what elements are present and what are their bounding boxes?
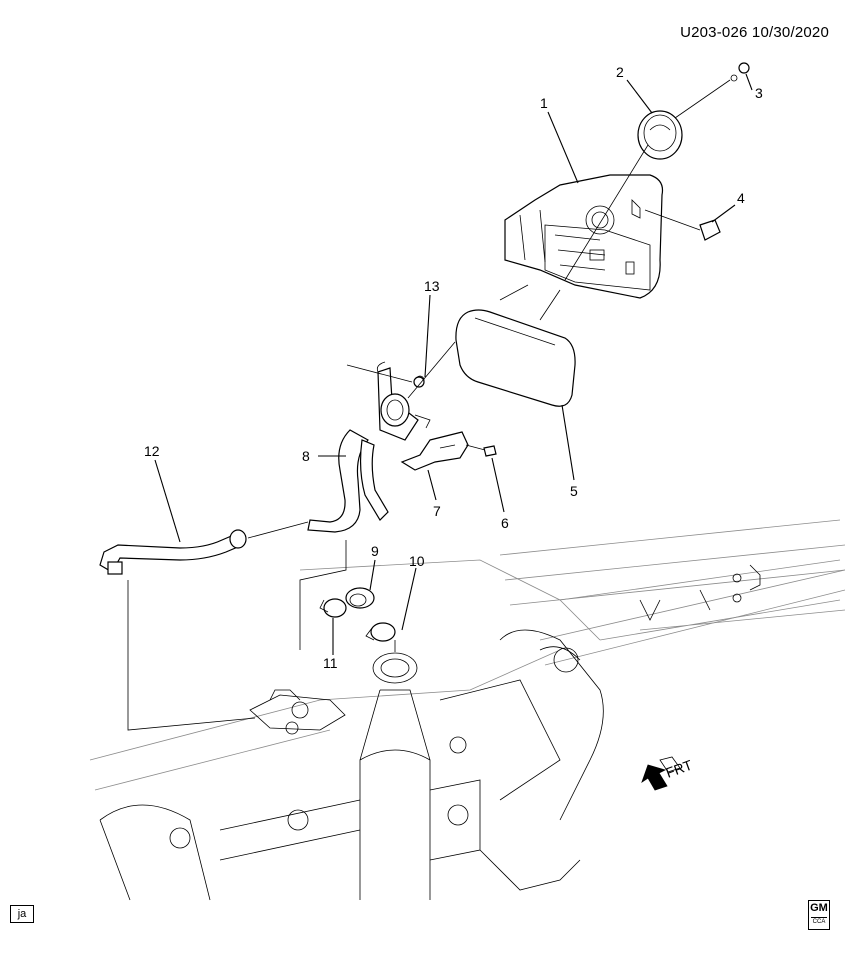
fuel-tank-sender [249,689,346,735]
corner-tag: ja [10,905,34,923]
callout-12: 12 [144,443,160,459]
callout-13: 13 [424,278,440,294]
filler-door-housing [504,174,664,299]
vent-hose [99,521,309,575]
hose-clamp-10 [365,622,396,642]
leader-lines [154,73,753,655]
hose-clamp-11 [319,598,347,618]
gm-logo: GM CCA [808,900,830,930]
callout-10: 10 [409,553,425,569]
door-actuator [644,209,721,241]
callout-6: 6 [501,515,509,531]
filler-pipe [307,361,431,533]
chassis-frame [89,519,846,901]
callout-3: 3 [755,85,763,101]
callout-2: 2 [616,64,624,80]
callout-11: 11 [323,655,338,671]
fuel-cap [637,110,683,160]
grommet [345,587,375,609]
bolt-13 [346,364,425,388]
assembly-lines [127,144,649,731]
front-direction-arrow: FRT [641,756,695,791]
callout-5: 5 [570,483,578,499]
callout-9: 9 [371,543,379,559]
callout-7: 7 [433,503,441,519]
cap-tether [674,62,750,119]
gm-logo-sub: CCA [811,917,827,925]
callout-numbers: 1 2 3 4 5 6 7 8 9 10 11 12 13 [144,64,763,671]
screw-6 [465,444,497,457]
callout-4: 4 [737,190,745,206]
callout-8: 8 [302,448,310,464]
pipe-bracket [400,431,469,471]
tank-filler-opening [372,652,418,684]
filler-door-panel [455,309,576,407]
callout-1: 1 [540,95,548,111]
document-id: U203-026 10/30/2020 [680,24,829,41]
gm-logo-text: GM [810,902,828,914]
